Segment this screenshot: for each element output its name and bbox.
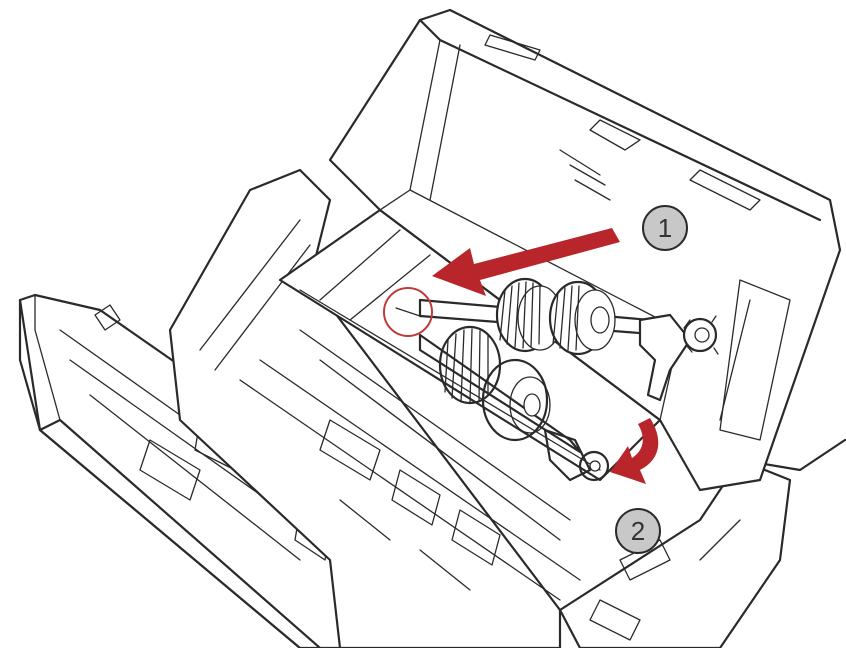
pick-roller-assembly: [418, 325, 610, 482]
roller-gear-bracket: [638, 313, 719, 402]
pick-roller-right: [481, 358, 551, 442]
direction-arrow-1: [432, 228, 620, 296]
feed-roller-right: [548, 280, 616, 356]
step-badge-2: 2: [615, 508, 661, 554]
step-badge-1: 1: [642, 205, 688, 251]
shaft-callout-circle: [383, 287, 433, 337]
step-number-1: 1: [658, 213, 672, 243]
feed-roller-left: [495, 277, 563, 353]
pick-roller-gear: [543, 428, 610, 482]
scanner-chassis: [168, 168, 846, 648]
step-number-2: 2: [631, 516, 645, 546]
direction-arrow-2: [610, 418, 659, 484]
feed-channel: [278, 208, 662, 541]
feed-roller-assembly: [418, 277, 719, 402]
